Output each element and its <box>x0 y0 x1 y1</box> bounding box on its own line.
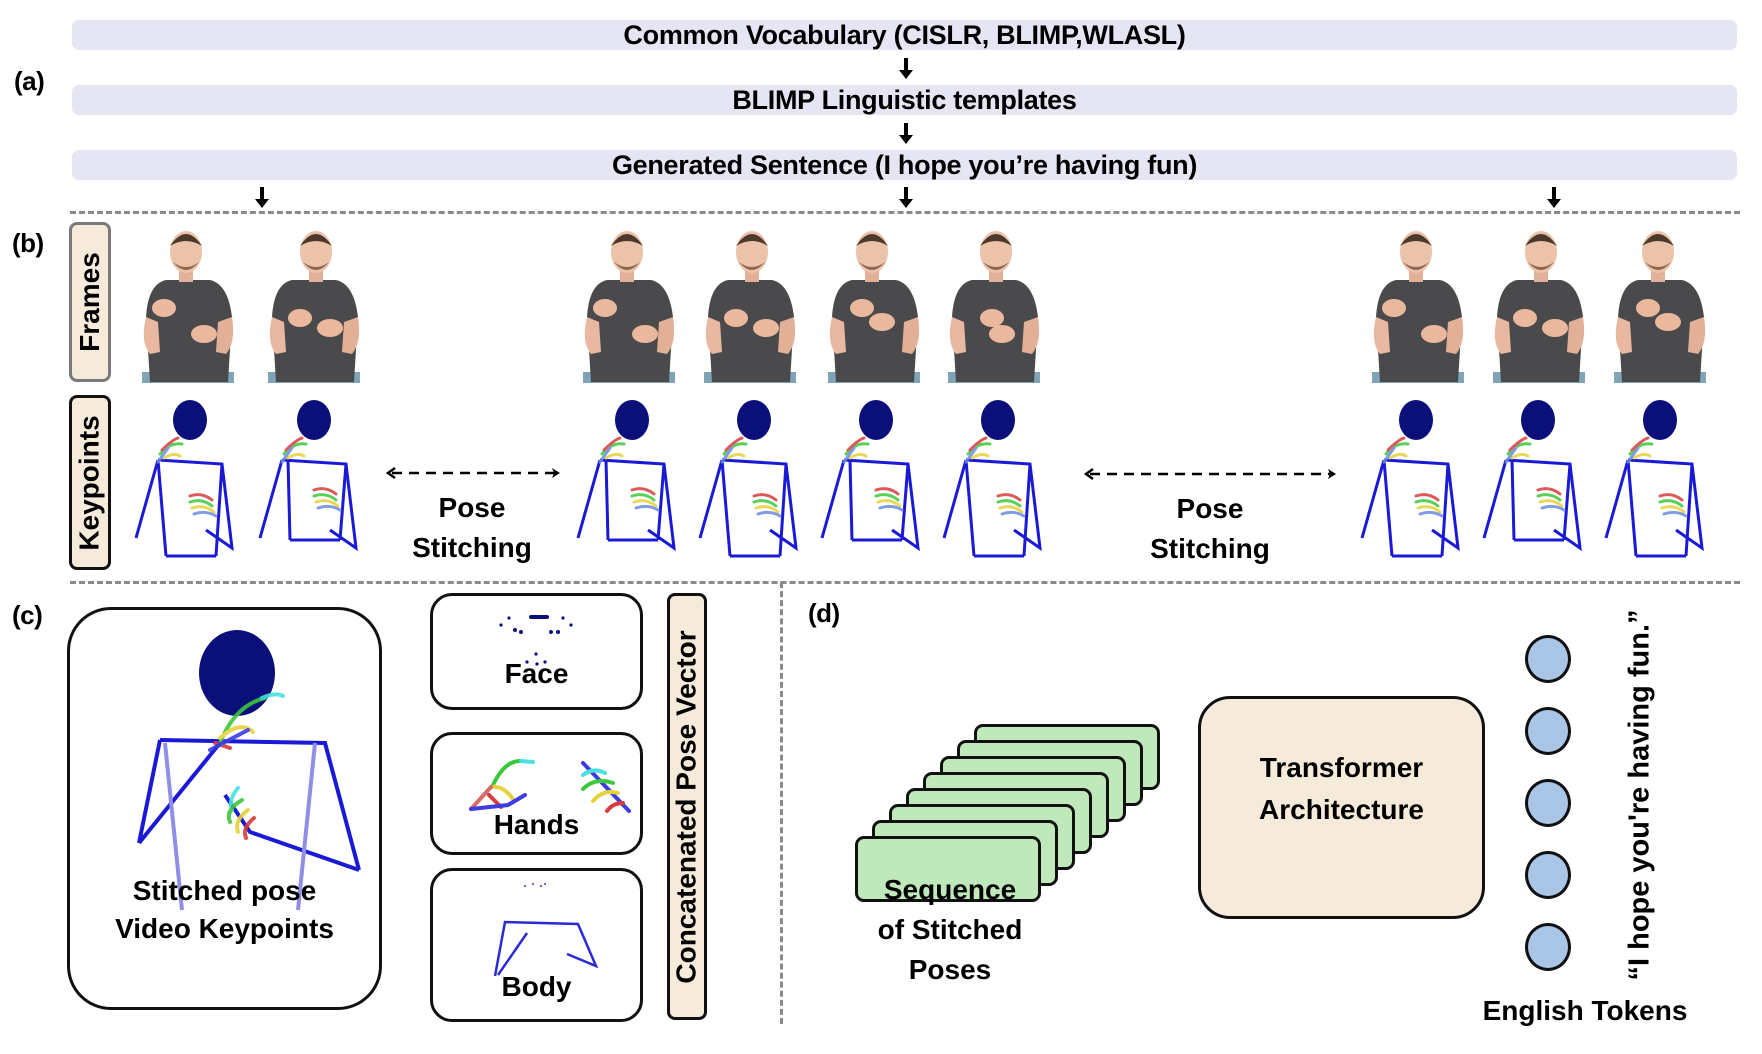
stitched-pose-label: Stitched pose Video Keypoints <box>115 875 334 944</box>
keypoints-row-label: Keypoints <box>69 395 111 570</box>
step-bar-sentence: Generated Sentence (I hope you’re having… <box>72 150 1737 180</box>
video-frame <box>704 231 796 383</box>
english-tokens-label: English Tokens <box>1482 995 1688 1026</box>
english-token <box>1525 851 1571 899</box>
transformer-box: Transformer Architecture <box>1198 696 1485 919</box>
panel-a-label: (a) <box>14 66 45 96</box>
hand-keypoints <box>208 692 285 840</box>
pose-card <box>855 836 1041 902</box>
divider-c-d <box>780 582 783 1024</box>
pose-stitching-arrow-icon <box>1084 467 1336 481</box>
keypoint-figure <box>1604 400 1704 558</box>
video-frame <box>268 231 360 383</box>
keypoint-figure <box>1360 400 1460 558</box>
video-frame <box>828 231 920 383</box>
video-frame <box>1493 231 1585 383</box>
english-token <box>1525 707 1571 755</box>
video-frame <box>1614 231 1706 383</box>
keypoint-figure <box>1482 400 1582 552</box>
step-bar-templates: BLIMP Linguistic templates <box>72 85 1737 115</box>
face-keypoints-icon <box>499 615 573 666</box>
arrow-down-icon <box>899 187 913 208</box>
body-component-box: Body <box>430 868 643 1022</box>
video-frame <box>142 231 234 383</box>
hands-label: Hands <box>493 809 580 840</box>
pose-stitching-label: Pose Stitching <box>1150 493 1270 564</box>
arrow-down-icon <box>899 58 913 79</box>
video-frame <box>1372 231 1464 383</box>
keypoint-figure <box>698 400 798 558</box>
transformer-label: Transformer Architecture <box>1259 752 1424 825</box>
video-frame <box>583 231 675 383</box>
panel-b-label: (b) <box>12 228 44 258</box>
stitched-pose-box: Stitched pose Video Keypoints <box>67 607 382 1010</box>
keypoint-figure <box>258 400 358 552</box>
pose-stitching-arrow-icon <box>386 466 560 480</box>
arrow-down-icon <box>1547 187 1561 208</box>
arrow-down-icon <box>899 123 913 144</box>
face-label: Face <box>504 658 569 689</box>
keypoint-figure <box>820 400 920 552</box>
body-label: Body <box>501 971 572 1002</box>
english-token <box>1525 779 1571 827</box>
step-text: Common Vocabulary (CISLR, BLIMP,WLASL) <box>623 19 1186 50</box>
pose-stitching-label: Pose Stitching <box>412 492 532 563</box>
divider-a-b <box>70 211 1740 214</box>
frames-row-label: Frames <box>69 222 111 382</box>
step-bar-vocabulary: Common Vocabulary (CISLR, BLIMP,WLASL) <box>72 20 1737 50</box>
divider-b-cd <box>70 581 1740 584</box>
hands-component-box: Hands <box>430 732 643 855</box>
sequence-label: Sequence of Stitched Poses <box>877 874 1023 985</box>
panel-d-label: (d) <box>808 598 840 628</box>
keypoint-figure <box>134 400 234 558</box>
panel-c-label: (c) <box>12 600 43 630</box>
hands-keypoints-icon <box>469 758 631 813</box>
english-token <box>1525 923 1571 971</box>
body-keypoints-icon <box>493 883 599 977</box>
video-frame <box>948 231 1040 383</box>
concatenated-pose-vector-label: Concatenated Pose Vector <box>667 593 707 1020</box>
step-text: BLIMP Linguistic templates <box>732 84 1077 115</box>
stitched-pose-skeleton <box>137 630 361 911</box>
keypoint-figure <box>942 400 1042 558</box>
keypoint-figure <box>576 400 676 552</box>
arrow-down-icon <box>255 187 269 208</box>
face-component-box: Face <box>430 593 643 710</box>
english-token <box>1525 635 1571 683</box>
step-text: Generated Sentence (I hope you’re having… <box>611 149 1198 180</box>
